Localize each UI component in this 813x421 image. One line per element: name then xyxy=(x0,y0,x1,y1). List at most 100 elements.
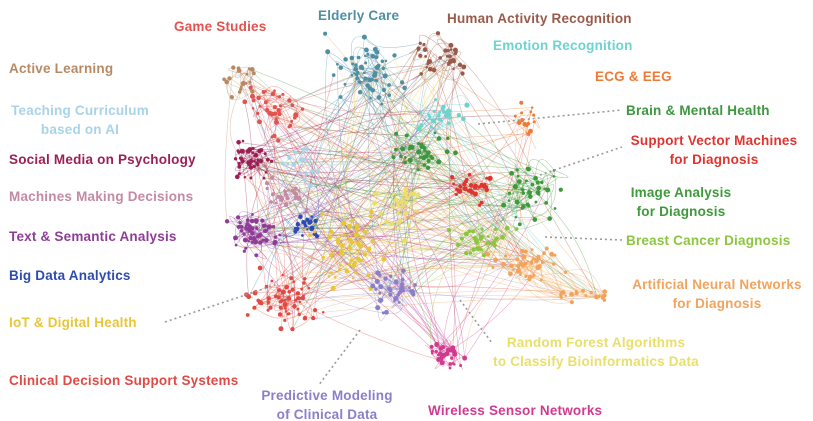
network-node xyxy=(237,172,241,176)
network-node xyxy=(525,202,530,207)
network-edge xyxy=(533,114,541,129)
network-node xyxy=(355,229,358,232)
network-edge xyxy=(249,226,275,249)
network-node xyxy=(289,201,292,205)
network-node xyxy=(308,183,313,189)
network-node xyxy=(356,70,360,75)
network-node xyxy=(253,159,256,163)
leader-line xyxy=(477,109,623,125)
network-node xyxy=(372,200,377,206)
network-node xyxy=(249,66,255,72)
network-node xyxy=(450,356,454,360)
network-edge xyxy=(262,211,381,226)
network-node xyxy=(265,107,270,113)
network-node xyxy=(401,268,406,273)
network-node xyxy=(424,154,429,159)
network-node xyxy=(251,98,256,103)
nodes-layer xyxy=(222,31,607,370)
network-edge xyxy=(238,70,395,300)
network-node xyxy=(300,163,303,166)
network-node xyxy=(252,305,257,310)
network-edge xyxy=(371,211,449,351)
network-edge xyxy=(380,73,463,214)
network-edge xyxy=(426,155,438,169)
network-node xyxy=(382,73,388,79)
network-edge xyxy=(264,153,310,289)
network-node xyxy=(239,229,244,233)
network-edge xyxy=(398,64,428,223)
network-node xyxy=(492,243,497,248)
network-node xyxy=(500,234,506,240)
leader-line xyxy=(164,284,276,323)
network-node xyxy=(532,217,538,222)
network-node xyxy=(520,111,524,115)
network-node xyxy=(305,217,310,222)
network-edge xyxy=(400,150,425,167)
network-node xyxy=(574,289,578,293)
network-node xyxy=(329,252,334,258)
network-node xyxy=(403,191,408,197)
network-node xyxy=(504,254,508,258)
network-node xyxy=(370,88,376,93)
network-edge xyxy=(413,118,450,228)
network-edge xyxy=(455,53,539,183)
network-edge xyxy=(248,162,523,209)
network-edge xyxy=(418,34,446,51)
network-node xyxy=(321,255,325,260)
network-edge xyxy=(412,68,431,80)
network-edge xyxy=(260,160,352,261)
network-edge xyxy=(429,117,512,267)
network-edge xyxy=(508,184,533,201)
network-node xyxy=(381,87,386,93)
network-edge xyxy=(383,210,417,232)
network-node xyxy=(531,275,534,279)
network-node xyxy=(350,218,355,223)
network-node xyxy=(239,148,245,154)
network-edge xyxy=(516,254,556,272)
network-node xyxy=(280,161,285,166)
network-node xyxy=(244,81,248,85)
network-node xyxy=(248,85,253,90)
network-node xyxy=(452,182,455,186)
network-node xyxy=(602,289,607,294)
network-edge xyxy=(340,234,357,248)
network-edge xyxy=(264,225,391,291)
network-node xyxy=(448,42,454,48)
network-edge xyxy=(246,78,358,229)
network-edge xyxy=(252,110,449,149)
network-node xyxy=(304,224,308,228)
network-node xyxy=(517,120,522,125)
label-machines-making-decisions: Machines Making Decisions xyxy=(9,189,194,204)
network-edge xyxy=(528,133,537,150)
network-node xyxy=(251,213,254,216)
network-edge xyxy=(254,97,371,157)
network-node xyxy=(343,57,348,62)
network-node xyxy=(589,291,593,295)
network-edge xyxy=(279,231,357,236)
network-edge xyxy=(518,265,605,296)
network-edge xyxy=(279,237,503,315)
network-edge xyxy=(329,60,387,238)
network-node xyxy=(278,233,282,237)
network-node xyxy=(270,135,274,139)
network-node xyxy=(514,227,519,231)
network-edge xyxy=(270,290,301,308)
network-edge xyxy=(256,228,384,314)
network-edge xyxy=(351,231,364,261)
network-edge xyxy=(250,234,519,271)
network-node xyxy=(545,187,551,193)
network-edge xyxy=(525,263,597,298)
network-node xyxy=(463,231,469,237)
network-node xyxy=(285,195,290,201)
network-edge xyxy=(518,175,552,219)
network-edge xyxy=(254,151,260,169)
network-edge xyxy=(248,240,518,261)
network-node xyxy=(378,291,382,295)
network-node xyxy=(471,247,476,252)
network-edge xyxy=(353,73,517,230)
network-edge xyxy=(295,188,402,210)
network-edge xyxy=(356,234,597,298)
network-node xyxy=(439,360,445,366)
network-node xyxy=(300,295,306,301)
network-node xyxy=(491,266,495,269)
